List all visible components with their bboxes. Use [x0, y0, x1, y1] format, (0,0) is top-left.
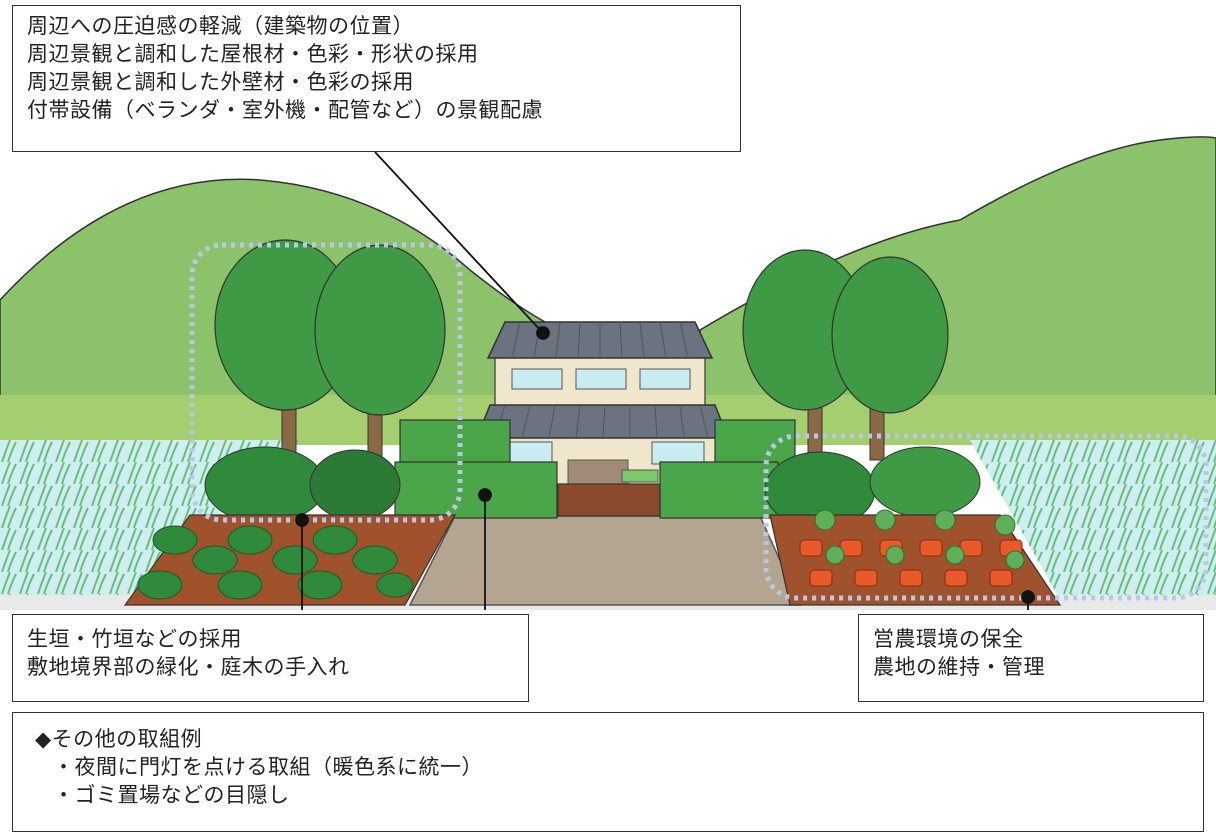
tree-canopy — [831, 256, 949, 414]
trees-left — [214, 239, 446, 461]
hedge-front-left — [394, 461, 558, 519]
hedge-front-right — [659, 461, 779, 519]
gate-planter — [621, 469, 659, 483]
other-example-item: ・ゴミ置場などの目隠し — [53, 783, 290, 807]
hedges — [394, 419, 796, 519]
other-examples-heading: ◆その他の取組例 — [35, 727, 203, 751]
trees-right — [742, 249, 949, 461]
leader-dot-top — [536, 326, 550, 340]
tree-canopy — [314, 244, 446, 416]
callout-line: 周辺景観と調和した外壁材・色彩の採用 — [27, 70, 414, 94]
window-upper-1 — [511, 368, 563, 390]
leader-dot-left-2 — [478, 488, 492, 502]
window-upper-2 — [575, 368, 627, 390]
callout-farmland: 営農環境の保全 農地の維持・管理 — [858, 614, 1204, 702]
window-upper-3 — [639, 368, 691, 390]
house-lower-roof — [475, 404, 730, 439]
bush — [204, 446, 326, 524]
leader-line-top — [374, 151, 544, 334]
leader-lines — [295, 151, 1035, 610]
callout-hedge-greening: 生垣・竹垣などの採用 敷地境界部の緑化・庭木の手入れ — [12, 614, 529, 702]
front-path — [408, 515, 802, 606]
callout-line: 生垣・竹垣などの採用 — [27, 627, 242, 651]
leader-dot-right — [1021, 590, 1035, 604]
highlight-outline-hedge — [189, 242, 463, 523]
other-example-item: ・夜間に門灯を点ける取組（暖色系に統一） — [53, 755, 483, 779]
callout-line: 周辺景観と調和した屋根材・色彩・形状の採用 — [27, 42, 479, 66]
callout-line: 付帯設備（ベランダ・室外機・配管など）の景観配慮 — [27, 98, 543, 122]
bushes — [204, 446, 981, 529]
callout-line: 農地の維持・管理 — [873, 655, 1045, 679]
vegetable-field-left — [123, 514, 457, 606]
bush — [869, 446, 981, 518]
window-lower-2 — [651, 441, 705, 465]
bush — [309, 449, 401, 521]
leader-dot-left-1 — [295, 513, 309, 527]
vegetable-field-right — [769, 509, 1062, 606]
other-examples-box: ◆その他の取組例 ・夜間に門灯を点ける取組（暖色系に統一） ・ゴミ置場などの目隠… — [12, 712, 1204, 832]
landscape-scene — [0, 136, 1216, 610]
callout-line: 周辺への圧迫感の軽減（建築物の位置） — [27, 14, 414, 38]
highlight-outline-field — [763, 433, 1209, 601]
callout-line: 敷地境界部の緑化・庭木の手入れ — [27, 655, 350, 679]
gate — [557, 483, 661, 517]
callout-building-design: 周辺への圧迫感の軽減（建築物の位置） 周辺景観と調和した屋根材・色彩・形状の採用… — [12, 5, 741, 152]
house — [475, 321, 730, 491]
callout-line: 営農環境の保全 — [873, 627, 1024, 651]
